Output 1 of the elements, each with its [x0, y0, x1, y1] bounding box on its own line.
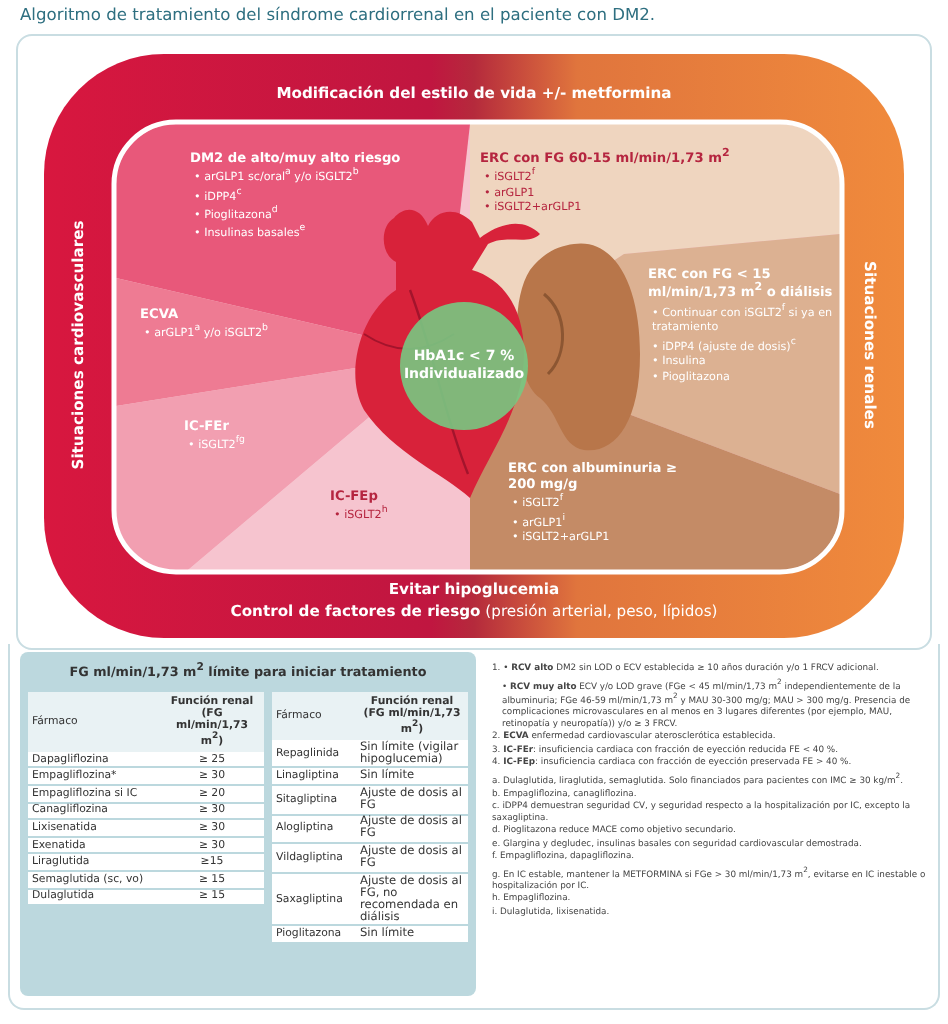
figure-title: Algoritmo de tratamiento del síndrome cardiorrenal en el paciente con DM2. [20, 4, 656, 24]
